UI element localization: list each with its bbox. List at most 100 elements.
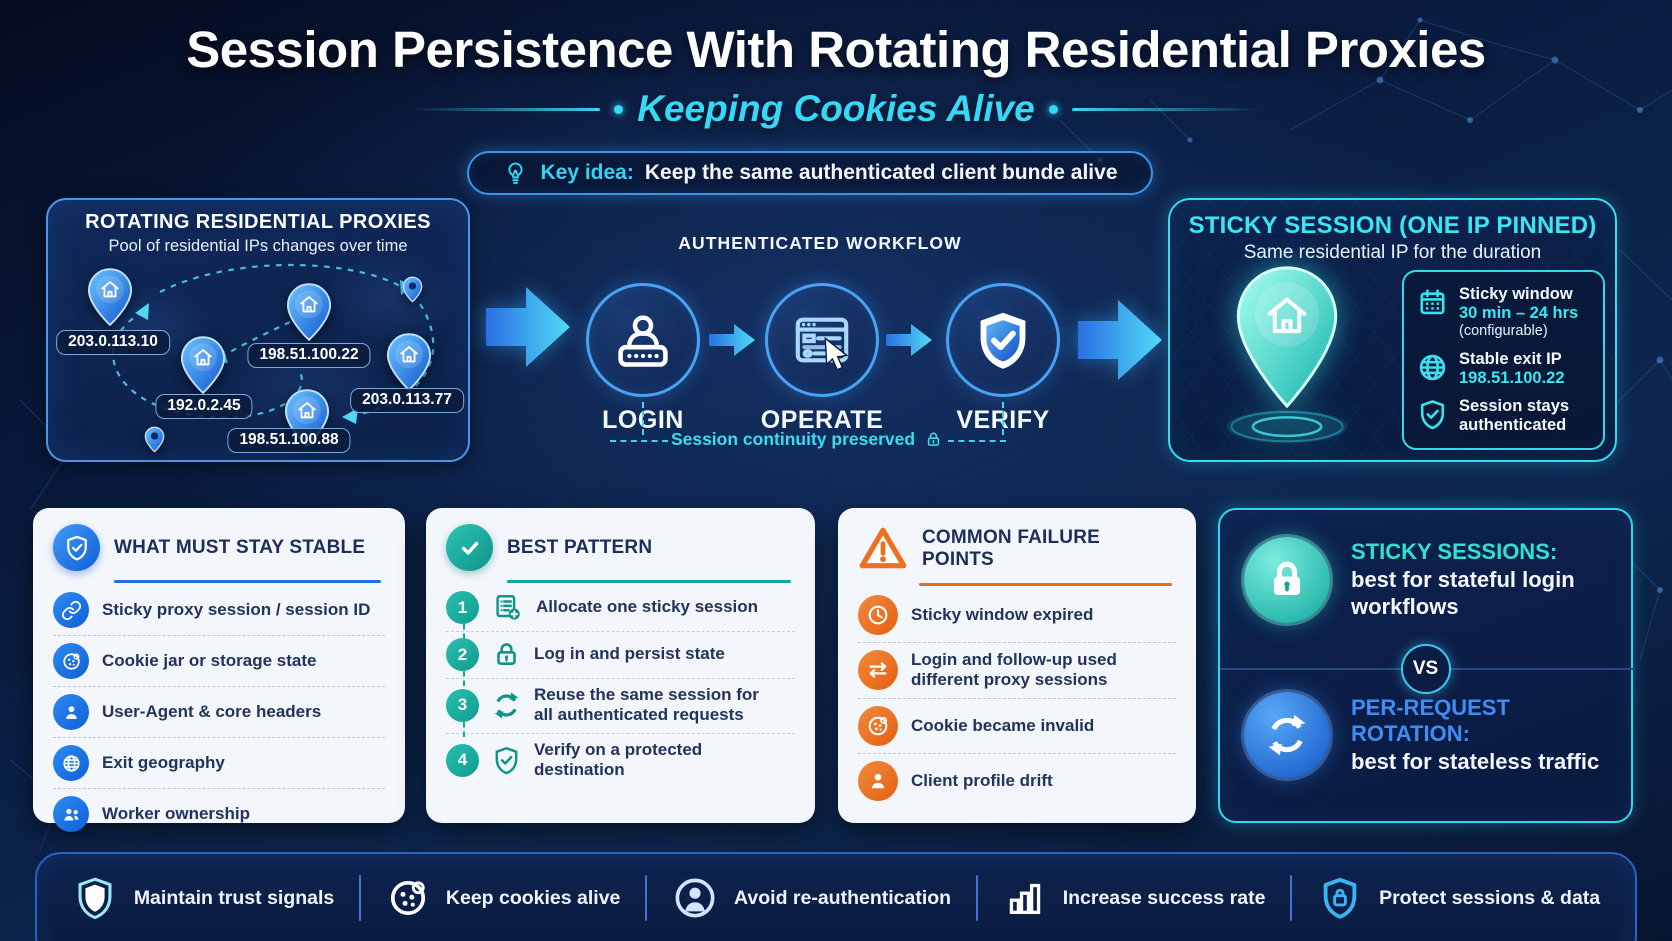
- flow-arrow: [486, 287, 570, 367]
- header-rule: [507, 580, 791, 583]
- footer-separator: [359, 875, 362, 921]
- continuity-connector: [1002, 402, 1004, 435]
- continuity-dashes: [948, 440, 1006, 442]
- link-icon: [53, 592, 89, 628]
- stable-item: Cookie jar or storage state: [53, 636, 385, 687]
- stable-item-label: Worker ownership: [102, 803, 250, 823]
- footer-item: Maintain trust signals: [72, 875, 334, 921]
- stable-item: User-Agent & core headers: [53, 687, 385, 738]
- pattern-step-label: Reuse the same session for all authentic…: [534, 685, 759, 725]
- footer-item-label: Keep cookies alive: [445, 886, 621, 909]
- stable-item: Exit geography: [53, 738, 385, 789]
- login-password-icon: [618, 315, 668, 367]
- shield-check-icon: [491, 745, 522, 776]
- failure-item-label: Client profile drift: [911, 770, 1053, 790]
- step-arrow: [709, 324, 755, 356]
- cookie-icon: [53, 643, 89, 679]
- workflow-step-verify: [946, 283, 1060, 397]
- pattern-step-label: Verify on a protected destination: [534, 739, 703, 780]
- ip-label: 203.0.113.77: [350, 388, 464, 413]
- key-idea-banner: Key idea: Keep the same authenticated cl…: [467, 151, 1153, 195]
- compare-top-desc: best for stateful login workflows: [1351, 567, 1575, 619]
- lock-icon: [491, 639, 522, 670]
- lock-icon: [1264, 557, 1310, 603]
- header-rule: [919, 583, 1172, 586]
- lock-icon: [924, 430, 943, 449]
- stable-card-title: WHAT MUST STAY STABLE: [114, 536, 366, 558]
- calendar-icon: [1416, 286, 1449, 319]
- flow-arrow: [1078, 300, 1162, 380]
- compare-bottom-desc: best for stateless traffic: [1351, 748, 1600, 774]
- sticky-facts-box: Sticky window 30 min – 24 hrs (configura…: [1402, 270, 1605, 450]
- clock-icon: [858, 595, 898, 635]
- footer-item: Keep cookies alive: [386, 876, 621, 920]
- failure-item: Sticky window expired: [858, 588, 1176, 643]
- fact-line: authenticated: [1459, 415, 1567, 434]
- shield-check-icon: [1416, 398, 1449, 431]
- pattern-step-label: Allocate one sticky session: [536, 597, 759, 617]
- compare-bottom: PER-REQUEST ROTATION: best for stateless…: [1220, 692, 1635, 778]
- bulb-icon: [502, 160, 529, 187]
- footer-item-label: Protect sessions & data: [1379, 886, 1601, 909]
- footer-item-label: Avoid re-authentication: [734, 886, 952, 909]
- stable-item-label: Sticky proxy session / session ID: [102, 599, 371, 619]
- sticky-panel-title: STICKY SESSION (ONE IP PINNED): [1188, 212, 1597, 239]
- proxies-panel-subtitle: Pool of residential IPs changes over tim…: [108, 237, 408, 255]
- footer-item: Increase success rate: [1003, 876, 1266, 920]
- fact-line: Stable exit IP: [1459, 349, 1562, 368]
- ip-label: 192.0.2.45: [155, 394, 253, 419]
- failure-item: Cookie became invalid: [858, 699, 1176, 754]
- shield-lock-icon: [1317, 875, 1363, 921]
- pattern-step: 3 Reuse the same session for all authent…: [446, 679, 795, 737]
- globe-icon: [1416, 351, 1449, 384]
- step-number: 1: [446, 591, 479, 639]
- sticky-fact: Sticky window 30 min – 24 hrs (configura…: [1416, 285, 1595, 341]
- pattern-step: 4 Verify on a protected destination: [446, 734, 795, 788]
- pattern-step: 2 Log in and persist state: [446, 632, 795, 686]
- team-icon: [53, 796, 89, 832]
- stable-item: Sticky proxy session / session ID: [53, 585, 385, 636]
- subtitle-line-left: [410, 107, 601, 111]
- shield-check-badge: [53, 524, 100, 571]
- fact-line: Sticky window: [1459, 285, 1573, 303]
- key-idea-text: Keep the same authenticated client bunde…: [644, 161, 1118, 184]
- warning-icon: [859, 527, 907, 569]
- workflow-title: AUTHENTICATED WORKFLOW: [678, 233, 962, 253]
- ip-label: 203.0.113.10: [56, 330, 170, 355]
- fact-line: Session stays: [1459, 396, 1570, 415]
- footer-item-label: Increase success rate: [1062, 886, 1266, 909]
- fact-line: 198.51.100.22: [1459, 368, 1565, 387]
- small-pin-icon: [144, 426, 165, 453]
- stable-item: Worker ownership: [53, 789, 385, 839]
- stable-item-label: Cookie jar or storage state: [102, 650, 317, 670]
- footer-separator: [645, 875, 648, 921]
- benefits-footer: Maintain trust signals Keep cookies aliv…: [35, 852, 1637, 941]
- footer-item: Protect sessions & data: [1317, 875, 1600, 921]
- step-arrow: [886, 324, 932, 356]
- page-title: Session Persistence With Rotating Reside…: [186, 21, 1486, 78]
- sticky-fact: Stable exit IP 198.51.100.22: [1416, 350, 1595, 388]
- page-subtitle: Keeping Cookies Alive: [637, 88, 1035, 129]
- home-pin-icon: [180, 336, 226, 395]
- compare-card: STICKY SESSIONS: best for stateful login…: [1218, 508, 1635, 823]
- subtitle-dot-right: [1048, 104, 1058, 114]
- user-icon: [53, 694, 89, 730]
- globe-icon: [53, 745, 89, 781]
- failure-item-label: Cookie became invalid: [911, 715, 1095, 735]
- workflow-step-operate: [765, 283, 879, 397]
- failure-item-label: Login and follow-up used different proxy…: [911, 650, 1117, 690]
- list-add-icon: [491, 591, 524, 624]
- failure-card: COMMON FAILURE POINTS Sticky window expi…: [838, 508, 1196, 823]
- pattern-step: 1 Allocate one sticky session: [446, 585, 795, 639]
- fact-line: (configurable): [1459, 323, 1548, 340]
- continuity-connector: [642, 402, 644, 435]
- home-pin-icon: [286, 283, 332, 342]
- step-number: 2: [446, 638, 479, 686]
- sticky-panel-subtitle: Same residential IP for the duration: [1243, 242, 1542, 263]
- cookie-icon: [858, 705, 898, 746]
- sticky-session-panel: STICKY SESSION (ONE IP PINNED) Same resi…: [1168, 198, 1617, 462]
- key-idea-label: Key idea:: [540, 161, 634, 184]
- compare-top-title: STICKY SESSIONS:: [1351, 539, 1558, 565]
- continuity-dashes: [610, 440, 668, 442]
